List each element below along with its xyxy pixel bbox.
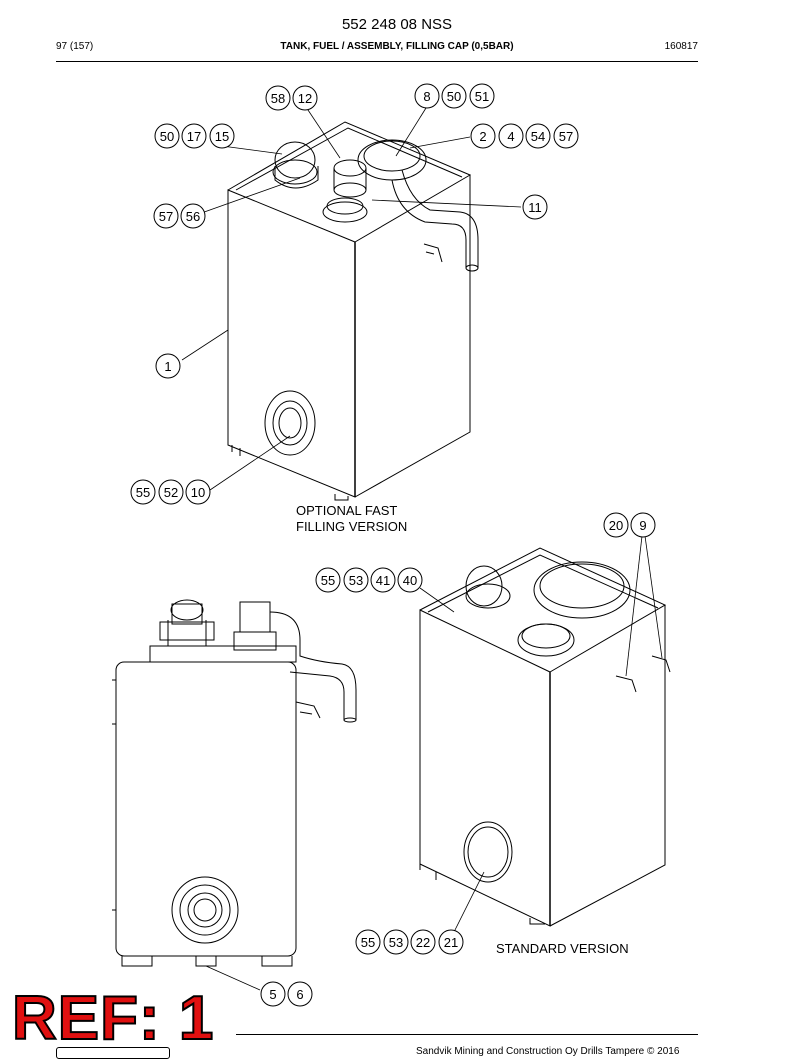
svg-text:17: 17 [187,129,201,144]
tank-front-view [112,599,357,967]
callout-group: 58 12 8 50 51 50 17 15 2 4 54 57 57 56 1… [130,83,656,1007]
callout-55: 55 [315,567,341,593]
callout-57: 57 [153,203,179,229]
callout-52: 52 [158,479,184,505]
page-number: 97 (157) [56,41,94,52]
svg-text:50: 50 [447,89,461,104]
svg-text:52: 52 [164,485,178,500]
svg-text:58: 58 [271,91,285,106]
svg-text:8: 8 [423,89,430,104]
callout-40: 40 [397,567,423,593]
caption-standard-version: STANDARD VERSION [496,941,629,956]
callout-21: 21 [438,929,464,955]
callout-53: 53 [343,567,369,593]
svg-text:9: 9 [639,518,646,533]
caption-optional-fast-filling: OPTIONAL FAST FILLING VERSION [296,503,407,535]
callout-20: 20 [603,512,629,538]
callout-50: 50 [441,83,467,109]
svg-text:10: 10 [191,485,205,500]
callout-17: 17 [181,123,207,149]
caption-optional-line2: FILLING VERSION [296,519,408,534]
svg-text:22: 22 [416,935,430,950]
callout-56: 56 [180,203,206,229]
svg-text:55: 55 [321,573,335,588]
tank-standard-version [419,547,671,927]
svg-text:5: 5 [269,987,276,1002]
svg-text:2: 2 [479,129,486,144]
svg-text:51: 51 [475,89,489,104]
footer-rule [236,1034,698,1035]
callout-54: 54 [525,123,551,149]
callout-53: 53 [383,929,409,955]
svg-text:21: 21 [444,935,458,950]
callout-1: 1 [155,353,181,379]
callout-10: 10 [185,479,211,505]
callout-8: 8 [414,83,440,109]
svg-text:55: 55 [136,485,150,500]
svg-text:50: 50 [160,129,174,144]
leader-lines [181,106,663,991]
svg-text:4: 4 [507,129,514,144]
tank-optional-fast-filling [227,121,479,501]
svg-text:53: 53 [349,573,363,588]
callout-11: 11 [522,194,548,220]
svg-text:20: 20 [609,518,623,533]
svg-text:15: 15 [215,129,229,144]
copyright-text: Sandvik Mining and Construction Oy Drill… [416,1046,680,1057]
header-rule [56,61,698,62]
caption-optional-line1: OPTIONAL FAST [296,503,398,518]
callout-57: 57 [553,123,579,149]
callout-50: 50 [154,123,180,149]
sandvik-logo [56,1047,170,1059]
callout-51: 51 [469,83,495,109]
svg-text:12: 12 [298,91,312,106]
svg-text:41: 41 [376,573,390,588]
svg-text:6: 6 [296,987,303,1002]
callout-12: 12 [292,85,318,111]
callout-58: 58 [265,85,291,111]
callout-41: 41 [370,567,396,593]
svg-text:40: 40 [403,573,417,588]
callout-2: 2 [470,123,496,149]
ref-stamp: REF: 1 [11,983,215,1054]
callout-4: 4 [498,123,524,149]
callout-6: 6 [287,981,313,1007]
callout-55: 55 [355,929,381,955]
document-code: 552 248 08 NSS [341,16,453,33]
svg-text:57: 57 [559,129,573,144]
callout-9: 9 [630,512,656,538]
svg-text:56: 56 [186,209,200,224]
document-date: 160817 [664,41,698,52]
document-title: TANK, FUEL / ASSEMBLY, FILLING CAP (0,5B… [280,41,514,52]
callout-15: 15 [209,123,235,149]
callout-5: 5 [260,981,286,1007]
svg-text:11: 11 [528,200,542,215]
svg-text:55: 55 [361,935,375,950]
svg-text:53: 53 [389,935,403,950]
svg-text:54: 54 [531,129,545,144]
callout-55: 55 [130,479,156,505]
svg-text:57: 57 [159,209,173,224]
callout-22: 22 [410,929,436,955]
svg-text:1: 1 [164,359,171,374]
